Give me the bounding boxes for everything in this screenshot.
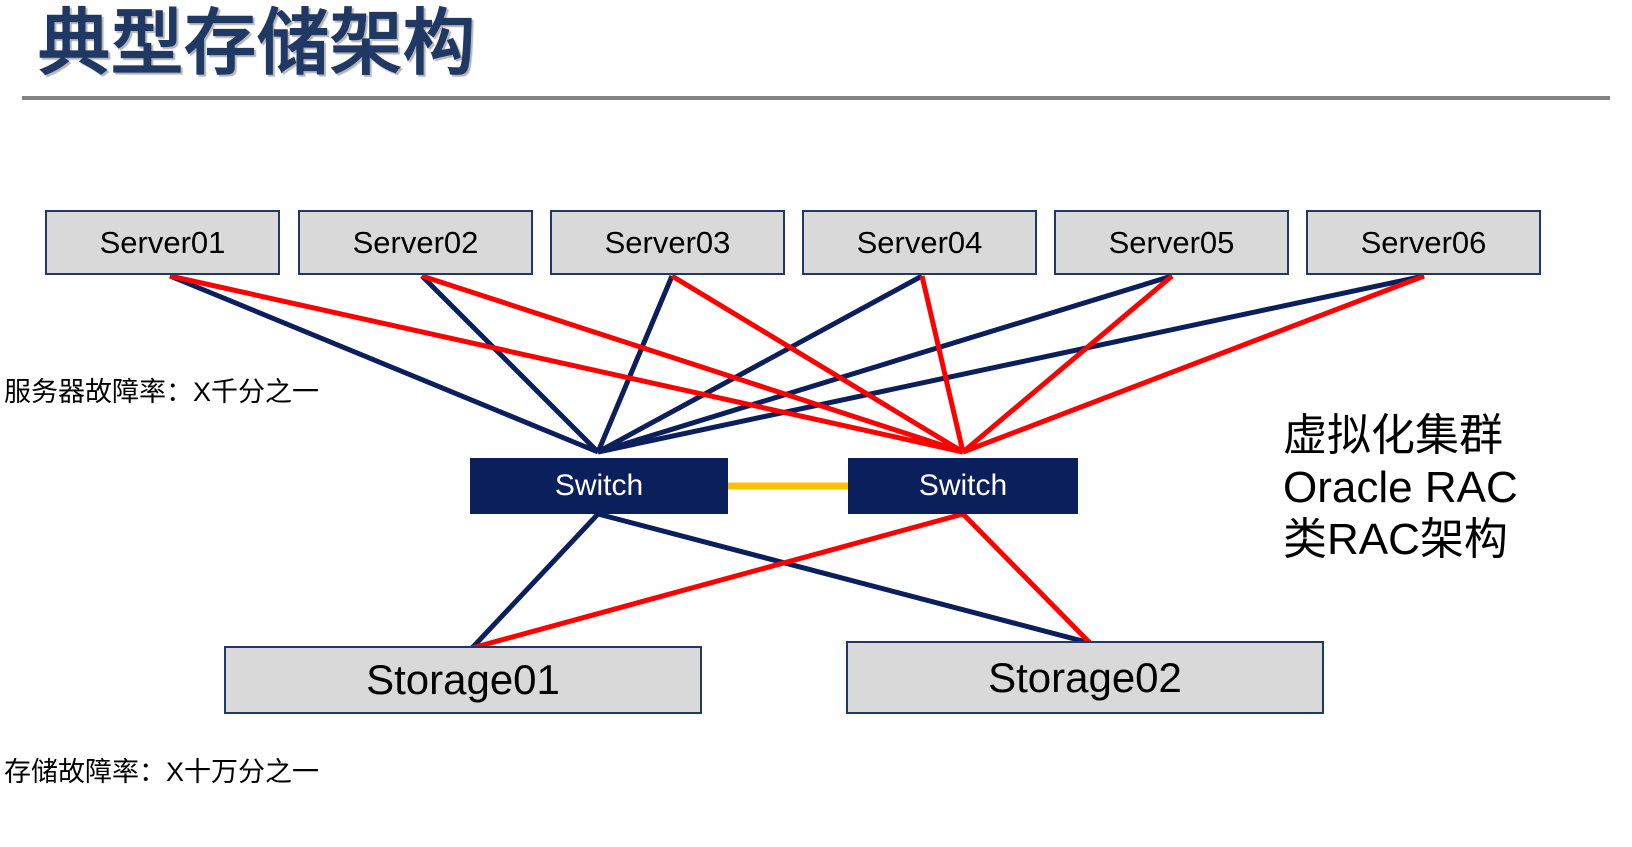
link-server05-switchB xyxy=(961,274,1174,454)
link-server04-switchB xyxy=(919,275,966,453)
title-divider xyxy=(22,96,1610,100)
link-server03-switchA xyxy=(595,275,675,453)
node-label: Switch xyxy=(554,469,644,502)
link-server04-switchA xyxy=(596,273,924,455)
node-storage01[interactable]: Storage01 xyxy=(224,646,702,714)
node-label: Server04 xyxy=(856,224,983,260)
node-server01[interactable]: Server01 xyxy=(45,210,280,275)
note-storage-failure-rate: 存储故障率：X十万分之一 xyxy=(4,757,320,787)
link-switchA-storage02 xyxy=(597,511,1091,646)
node-server04[interactable]: Server04 xyxy=(802,210,1037,275)
node-label: Server05 xyxy=(1108,224,1235,260)
node-server06[interactable]: Server06 xyxy=(1306,210,1541,275)
link-switchA-storage01 xyxy=(470,512,600,650)
node-label: Server06 xyxy=(1360,224,1487,260)
node-label: Switch xyxy=(918,469,1008,502)
link-server01-switchB xyxy=(169,273,964,455)
node-server03[interactable]: Server03 xyxy=(550,210,785,275)
node-label: Server01 xyxy=(99,224,226,260)
page-title: 典型存储架构 xyxy=(38,4,477,84)
node-label: Server02 xyxy=(352,224,479,260)
node-switch-a[interactable]: Switch xyxy=(470,458,728,514)
cluster-note-line-3: 类RAC架构 xyxy=(1283,515,1508,564)
node-label: Storage02 xyxy=(988,653,1182,701)
node-server02[interactable]: Server02 xyxy=(298,210,533,275)
cluster-note-line-2: Oracle RAC xyxy=(1283,463,1518,512)
link-switchB-storage02 xyxy=(961,512,1092,645)
node-label: Storage01 xyxy=(366,656,560,703)
node-label: Server03 xyxy=(604,224,731,260)
link-server01-switchA xyxy=(169,273,599,455)
note-cluster-architecture: 虚拟化集群 Oracle RAC 类RAC架构 xyxy=(1283,410,1518,566)
node-server05[interactable]: Server05 xyxy=(1054,210,1289,275)
node-switch-b[interactable]: Switch xyxy=(848,458,1078,514)
node-storage02[interactable]: Storage02 xyxy=(846,641,1324,714)
link-server03-switchB xyxy=(670,273,965,455)
link-switchB-storage01 xyxy=(471,511,964,651)
cluster-note-line-1: 虚拟化集群 xyxy=(1283,411,1503,460)
link-server05-switchA xyxy=(597,273,1173,455)
link-server02-switchA xyxy=(420,274,600,454)
link-server02-switchB xyxy=(421,273,964,455)
note-server-failure-rate: 服务器故障率：X千分之一 xyxy=(4,377,320,407)
